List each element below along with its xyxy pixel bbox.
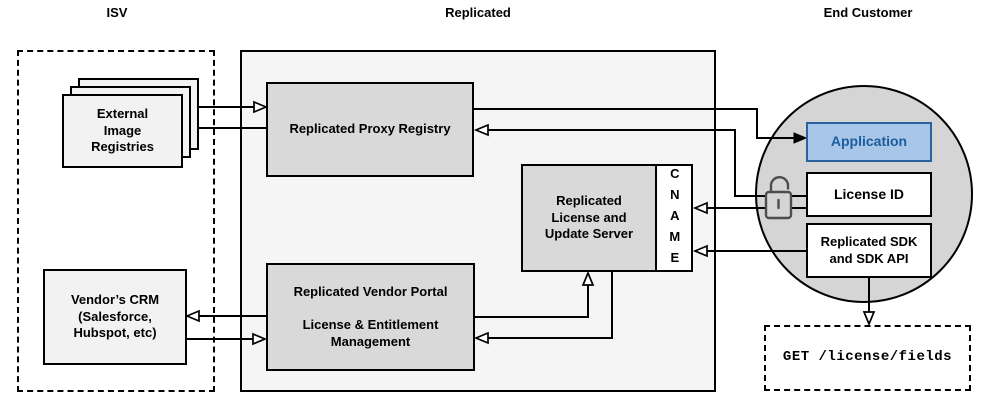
replicated-vendor-portal-label: Replicated Vendor Portal License & Entit… (293, 283, 448, 349)
vendor-crm-node: Vendor’s CRM (Salesforce, Hubspot, etc) (43, 269, 187, 365)
isv-section-title: ISV (106, 5, 128, 20)
arrowhead (862, 311, 876, 327)
end-customer-section-title: End Customer (823, 5, 913, 20)
cname-strip: CNAME (655, 164, 693, 272)
application-node: Application (806, 122, 932, 162)
replicated-sdk-node: Replicated SDK and SDK API (806, 223, 932, 278)
replicated-proxy-registry-label: Replicated Proxy Registry (289, 121, 451, 137)
replicated-sdk-label: Replicated SDK and SDK API (820, 233, 918, 266)
api-call-node: GET /license/fields (764, 325, 971, 391)
cname-label: CNAME (667, 165, 683, 271)
replicated-vendor-portal-node: Replicated Vendor Portal License & Entit… (266, 263, 475, 371)
license-id-node: License ID (806, 172, 932, 217)
api-call-label: GET /license/fields (782, 349, 953, 366)
replicated-proxy-registry-node: Replicated Proxy Registry (266, 82, 474, 177)
external-image-registries-label: External Image Registries (91, 106, 154, 155)
replicated-section-title: Replicated (445, 5, 511, 20)
replicated-license-update-server-node: Replicated License and Update Server (521, 164, 657, 272)
replicated-license-update-server-label: Replicated License and Update Server (544, 193, 634, 242)
vendor-crm-label: Vendor’s CRM (Salesforce, Hubspot, etc) (70, 292, 160, 341)
license-id-label: License ID (833, 185, 905, 202)
external-image-registries-node: External Image Registries (62, 94, 183, 168)
application-label: Application (830, 133, 908, 150)
isv-boundary (17, 50, 215, 392)
